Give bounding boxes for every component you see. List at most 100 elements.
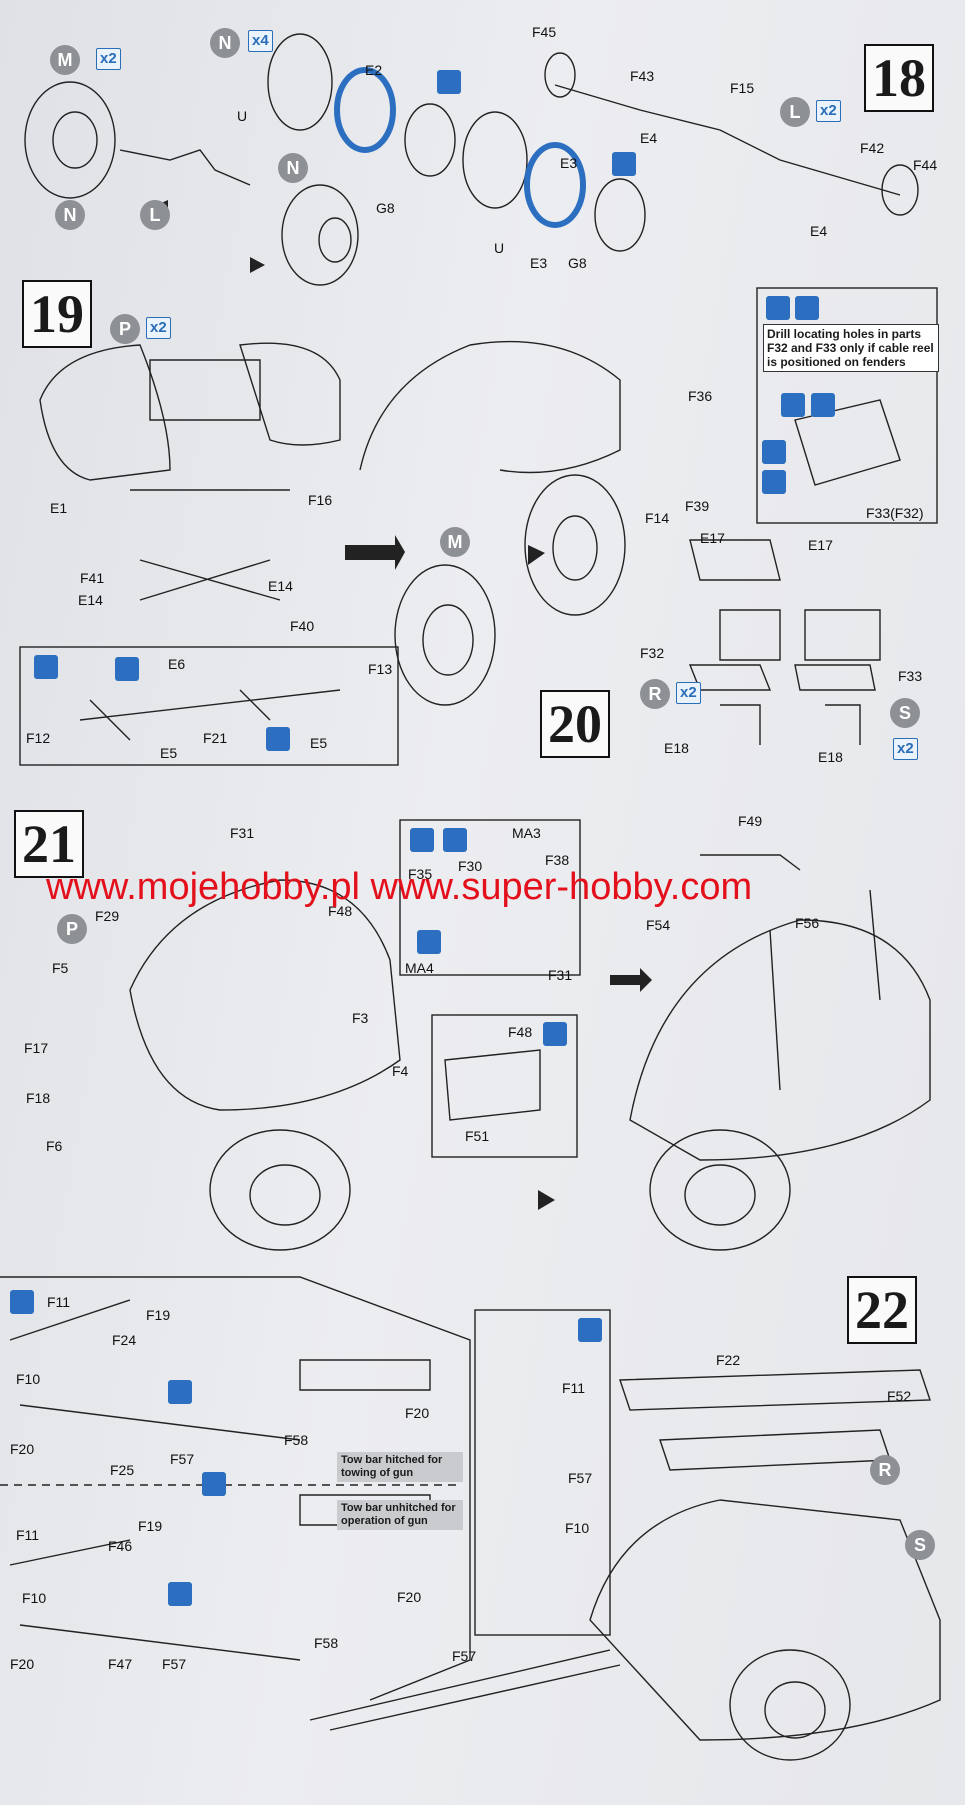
drill-note: Drill locating holes in parts F32 and F3…: [763, 324, 939, 372]
qty-r: x2: [676, 682, 701, 704]
part-label: MA3: [512, 825, 541, 841]
qty-m: x2: [96, 48, 121, 70]
glue-icon: [410, 828, 434, 852]
marker-l-2: L: [780, 97, 810, 127]
part-label: E4: [640, 130, 658, 146]
part-label: E18: [818, 749, 843, 765]
part-label: F52: [887, 1388, 912, 1404]
glue-icon: [10, 1290, 34, 1314]
glue-icon: [34, 655, 58, 679]
step-22-number: 22: [847, 1276, 917, 1344]
part-label: F14: [645, 510, 670, 526]
part-label: F57: [452, 1648, 477, 1664]
step-20-number: 20: [540, 690, 610, 758]
qty-s: x2: [893, 738, 918, 760]
part-label: F41: [80, 570, 105, 586]
part-label: F20: [10, 1656, 35, 1672]
part-label: F29: [95, 908, 120, 924]
marker-l: L: [140, 200, 170, 230]
part-label: F56: [795, 915, 820, 931]
part-label: E18: [664, 740, 689, 756]
marker-n-2: N: [55, 200, 85, 230]
step-18-number: 18: [864, 44, 934, 112]
select-icon: [811, 393, 835, 417]
part-label: F49: [738, 813, 763, 829]
part-label: F57: [162, 1656, 187, 1672]
part-label: F10: [16, 1371, 41, 1387]
part-label: U: [494, 240, 505, 256]
part-label: E14: [268, 578, 293, 594]
part-label: F47: [108, 1656, 133, 1672]
part-label: F13: [368, 661, 393, 677]
part-label: F11: [47, 1294, 71, 1310]
part-label: U: [237, 108, 248, 124]
part-label: F31: [548, 967, 573, 983]
marker-r-2: R: [870, 1455, 900, 1485]
part-label: E5: [160, 745, 178, 761]
tow-unhitched-note: Tow bar unhitched for operation of gun: [337, 1500, 463, 1530]
part-label: F43: [630, 68, 655, 84]
part-label: E17: [700, 530, 725, 546]
part-label: F22: [716, 1352, 741, 1368]
part-label: F12: [26, 730, 51, 746]
part-label: F39: [685, 498, 710, 514]
part-label: F45: [532, 24, 557, 40]
part-label: F10: [565, 1520, 590, 1536]
part-label: F57: [568, 1470, 593, 1486]
part-label: F24: [112, 1332, 137, 1348]
marker-p-2: P: [57, 914, 87, 944]
part-label: F15: [730, 80, 755, 96]
option-icon: [781, 393, 805, 417]
part-label: F19: [146, 1307, 171, 1323]
part-label: E14: [78, 592, 103, 608]
part-label: F20: [10, 1441, 35, 1457]
part-label: F11: [562, 1380, 586, 1396]
part-label: F25: [110, 1462, 135, 1478]
part-label: MA4: [405, 960, 434, 976]
marker-n-3: N: [278, 153, 308, 183]
part-label: F20: [397, 1589, 422, 1605]
part-label: F5: [52, 960, 69, 976]
watermark: www.mojehobby.pl www.super-hobby.com: [46, 866, 753, 908]
part-label: F46: [108, 1538, 133, 1554]
part-label: F58: [314, 1635, 339, 1651]
part-label: F30: [458, 858, 483, 874]
option-icon: [762, 440, 786, 464]
option-icon: [202, 1472, 226, 1496]
part-label: G8: [568, 255, 587, 271]
part-label: E17: [808, 537, 833, 553]
part-label: F44: [913, 157, 938, 173]
option-icon: [795, 296, 819, 320]
part-label: E2: [365, 62, 383, 78]
part-label: E6: [168, 656, 186, 672]
cement-icon: [437, 70, 461, 94]
part-label: E5: [310, 735, 328, 751]
marker-m-2: M: [440, 527, 470, 557]
qty-n: x4: [248, 30, 273, 52]
part-label: F31: [230, 825, 255, 841]
qty-p: x2: [146, 317, 171, 339]
part-label: F54: [646, 917, 671, 933]
part-label: F32: [640, 645, 665, 661]
tow-hitched-note: Tow bar hitched for towing of gun: [337, 1452, 463, 1482]
step-19-number: 19: [22, 280, 92, 348]
part-label: F20: [405, 1405, 430, 1421]
select-icon: [762, 470, 786, 494]
part-label: F11: [16, 1527, 40, 1543]
part-label: F38: [545, 852, 570, 868]
part-label: F57: [170, 1451, 195, 1467]
marker-s-2: S: [905, 1530, 935, 1560]
part-label: F40: [290, 618, 315, 634]
marker-r: R: [640, 679, 670, 709]
part-label: F58: [284, 1432, 309, 1448]
part-label: F33(F32): [866, 505, 924, 521]
part-label: F16: [308, 492, 333, 508]
cement-icon: [266, 727, 290, 751]
marker-n: N: [210, 28, 240, 58]
cement-icon: [168, 1380, 192, 1404]
qty-l: x2: [816, 100, 841, 122]
marker-m: M: [50, 45, 80, 75]
part-label: F3: [352, 1010, 369, 1026]
